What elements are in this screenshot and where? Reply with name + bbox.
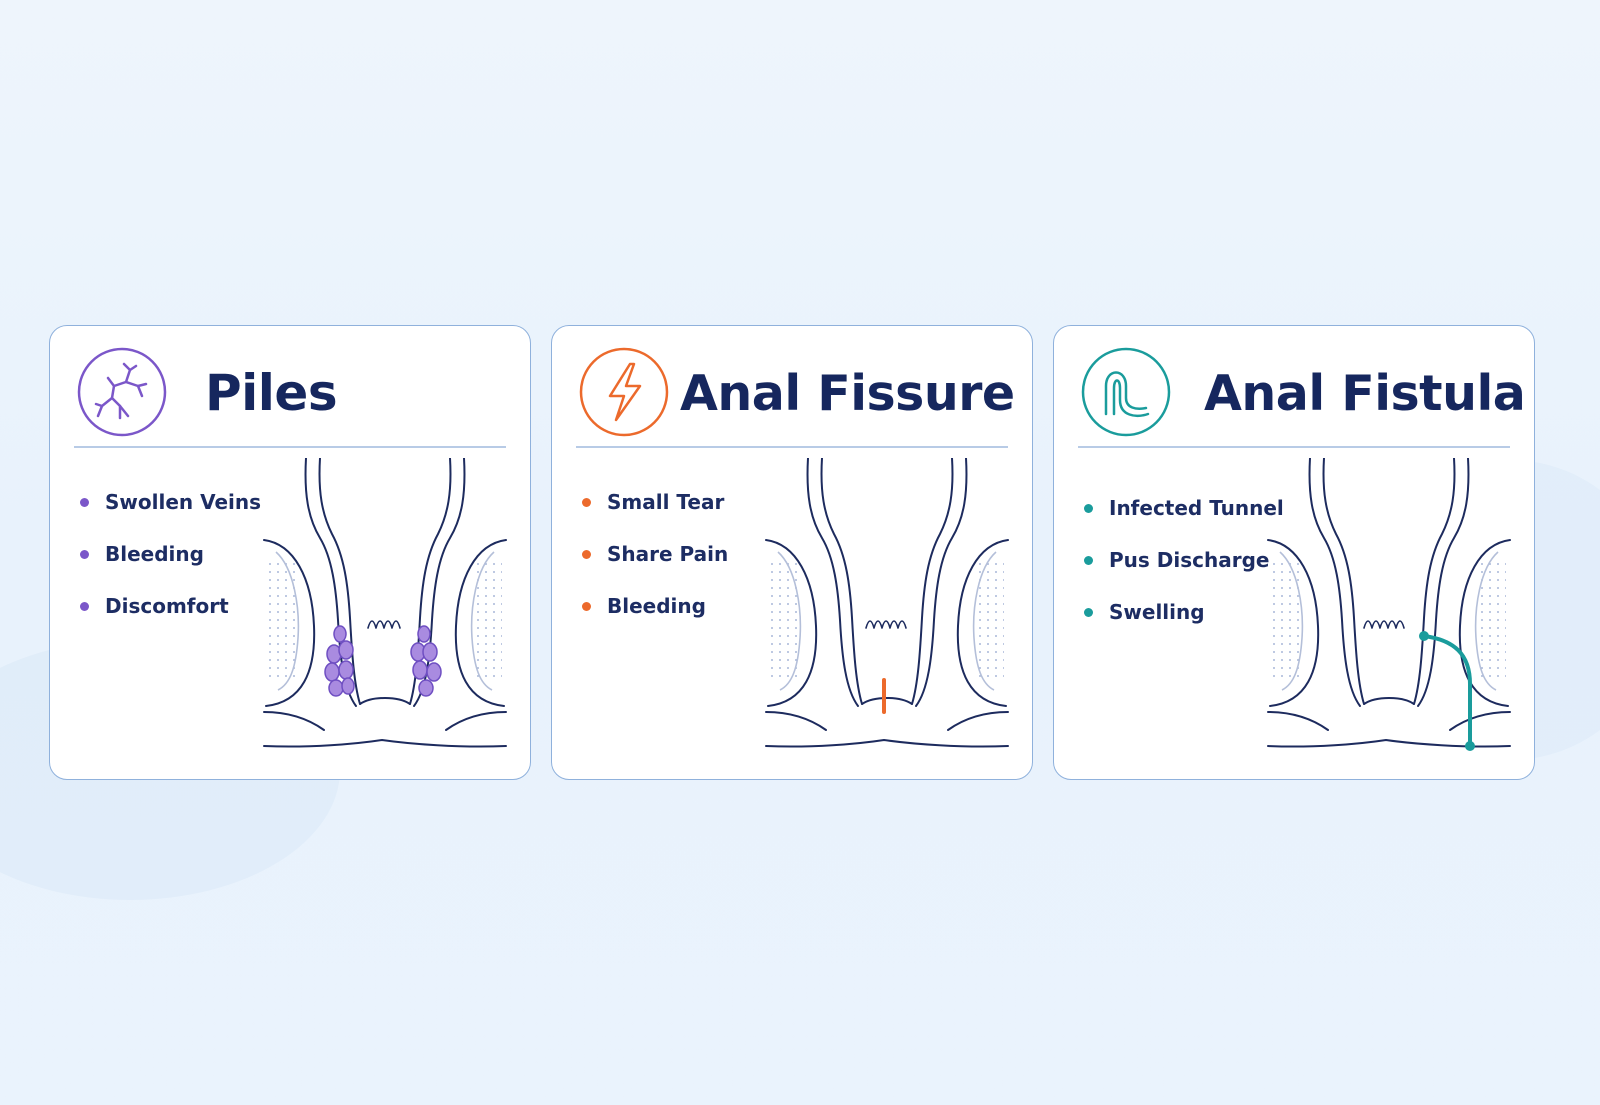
symptom-list: Small Tear Share Pain Bleeding [582,476,728,632]
symptom-label: Small Tear [607,490,725,514]
symptom-item: Bleeding [80,528,261,580]
anal-anatomy-with-fistula-tract [1267,458,1511,751]
card-piles: Piles Swollen Veins Bleeding Discomfort [49,325,531,780]
bullet-dot [1084,555,1093,565]
divider [74,446,506,448]
symptom-item: Pus Discharge [1084,534,1284,586]
symptom-item: Discomfort [80,580,261,632]
anal-anatomy-with-tear [765,458,1009,748]
divider [576,446,1008,448]
bullet-dot [80,601,89,611]
bullet-dot [582,549,591,559]
card-anal-fissure: Anal Fissure Small Tear Share Pain Bleed… [551,325,1033,780]
symptom-label: Bleeding [105,542,204,566]
symptom-label: Swelling [1109,600,1205,624]
symptom-item: Infected Tunnel [1084,482,1284,534]
symptom-label: Share Pain [607,542,729,566]
symptom-label: Infected Tunnel [1109,496,1284,520]
symptom-item: Swollen Veins [80,476,261,528]
card-anal-fistula: Anal Fistula Infected Tunnel Pus Dischar… [1053,325,1535,780]
bullet-dot [80,497,89,507]
symptom-item: Share Pain [582,528,728,580]
card-title: Piles [205,364,338,422]
symptom-item: Bleeding [582,580,728,632]
bullet-dot [582,497,591,507]
symptom-item: Swelling [1084,586,1284,638]
symptom-label: Swollen Veins [105,490,262,514]
bullet-dot [1084,503,1093,513]
tunnel-icon [1081,347,1171,437]
symptom-list: Swollen Veins Bleeding Discomfort [80,476,261,632]
symptom-label: Bleeding [607,594,706,618]
branching-veins-icon [77,347,167,437]
lightning-bolt-icon [579,347,669,437]
symptom-label: Pus Discharge [1109,548,1270,572]
anal-anatomy-with-hemorrhoids [263,458,507,748]
symptom-item: Small Tear [582,476,728,528]
bullet-dot [1084,607,1093,617]
divider [1078,446,1510,448]
bullet-dot [80,549,89,559]
bullet-dot [582,601,591,611]
symptom-list: Infected Tunnel Pus Discharge Swelling [1084,482,1284,638]
card-title: Anal Fistula [1204,364,1526,422]
symptom-label: Discomfort [105,594,229,618]
card-title: Anal Fissure [680,364,1015,422]
